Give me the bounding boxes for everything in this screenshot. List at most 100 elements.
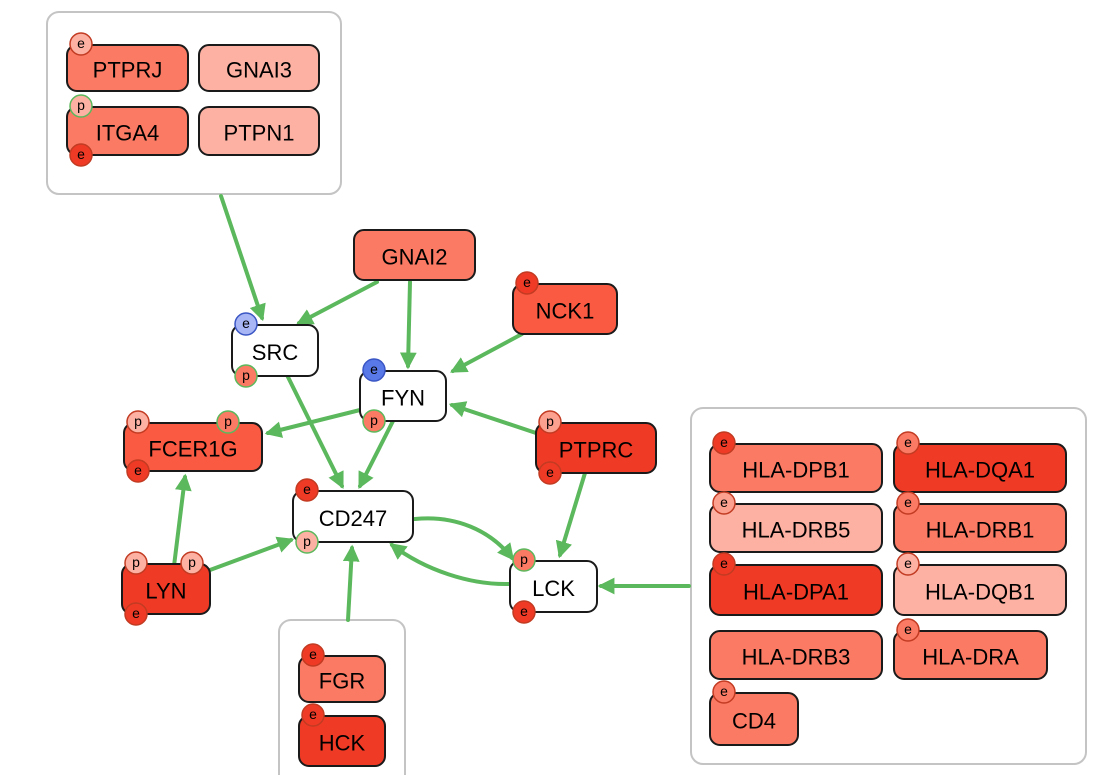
edge-fyn-to-cd247[interactable] <box>358 419 395 489</box>
badge-circle <box>712 680 736 704</box>
node-box[interactable] <box>359 370 447 422</box>
node-box[interactable] <box>893 564 1067 616</box>
node-box[interactable] <box>893 630 1048 680</box>
node-box[interactable] <box>709 564 883 616</box>
badge-hla-dqb1-e: e <box>896 552 920 576</box>
node-label: FGR <box>319 669 365 694</box>
badge-circle <box>512 600 536 624</box>
node-hla-dra[interactable]: HLA-DRA <box>893 630 1048 680</box>
node-box[interactable] <box>709 503 883 553</box>
node-itga4[interactable]: ITGA4 <box>66 106 189 156</box>
node-gnai2[interactable]: GNAI2 <box>353 229 476 281</box>
node-ptprc[interactable]: PTPRC <box>535 422 657 474</box>
node-hck[interactable]: HCK <box>298 715 386 767</box>
node-fgr[interactable]: FGR <box>298 655 386 703</box>
node-label: CD4 <box>732 709 776 734</box>
node-lck[interactable]: LCK <box>509 560 598 613</box>
node-box[interactable] <box>298 655 386 703</box>
node-box[interactable] <box>198 106 320 156</box>
badge-circle <box>538 461 562 485</box>
edge-src-to-cd247[interactable] <box>285 373 344 490</box>
node-label: PTPRJ <box>93 58 163 83</box>
node-label: LCK <box>532 576 575 601</box>
badge-ptprc-e: e <box>538 461 562 485</box>
node-label: NCK1 <box>536 299 595 324</box>
node-hla-dpb1[interactable]: HLA-DPB1 <box>709 443 883 493</box>
badge-label: e <box>523 274 531 290</box>
node-hla-drb3[interactable]: HLA-DRB3 <box>709 630 883 680</box>
node-cd247[interactable]: CD247 <box>292 490 414 543</box>
edge-gnai2-to-fyn[interactable] <box>399 280 417 370</box>
edge-ptprc-to-lck[interactable] <box>555 471 587 559</box>
node-box[interactable] <box>231 324 319 377</box>
badge-circle <box>234 364 258 388</box>
node-box[interactable] <box>292 490 414 543</box>
node-cd4[interactable]: CD4 <box>709 692 799 746</box>
badge-label: e <box>904 555 912 571</box>
badge-label: e <box>546 464 554 480</box>
edge-group-top-left-to-src[interactable] <box>219 194 266 322</box>
node-box[interactable] <box>298 715 386 767</box>
edge-lyn-to-fcer1g[interactable] <box>172 473 192 568</box>
node-hla-drb1[interactable]: HLA-DRB1 <box>893 503 1067 553</box>
node-box[interactable] <box>512 283 618 335</box>
node-box[interactable] <box>709 630 883 680</box>
node-hla-dpa1[interactable]: HLA-DPA1 <box>709 564 883 616</box>
node-lyn[interactable]: LYN <box>121 563 211 615</box>
badge-src-e: e <box>234 312 258 336</box>
node-box[interactable] <box>66 44 189 92</box>
node-label: LYN <box>145 579 186 604</box>
badge-label: e <box>134 462 142 478</box>
node-box[interactable] <box>198 44 320 92</box>
badge-circle <box>126 410 150 434</box>
edge-nck1-to-fyn[interactable] <box>450 332 524 373</box>
node-hla-dqb1[interactable]: HLA-DQB1 <box>893 564 1067 616</box>
badge-hla-dqa1-e: e <box>896 431 920 455</box>
node-label: HLA-DPA1 <box>743 580 849 605</box>
node-box[interactable] <box>121 563 211 615</box>
badge-label: p <box>370 412 378 428</box>
badge-label: e <box>904 494 912 510</box>
edge-fyn-to-fcer1g[interactable] <box>264 407 366 438</box>
badge-fcer1g-p: p <box>126 410 150 434</box>
node-hla-dqa1[interactable]: HLA-DQA1 <box>893 443 1067 493</box>
node-box[interactable] <box>709 443 883 493</box>
badge-label: e <box>77 146 85 162</box>
node-fyn[interactable]: FYN <box>359 370 447 422</box>
node-label: HLA-DRA <box>922 645 1019 670</box>
badge-fgr-e: e <box>301 643 325 667</box>
badge-circle <box>712 552 736 576</box>
node-ptprj[interactable]: PTPRJ <box>66 44 189 92</box>
node-box[interactable] <box>709 692 799 746</box>
badge-hla-drb5-e: e <box>712 491 736 515</box>
edge-group-fgr-to-cd247[interactable] <box>342 544 360 622</box>
node-box[interactable] <box>893 443 1067 493</box>
badge-label: e <box>720 555 728 571</box>
edge-cd247-to-lck[interactable] <box>413 516 515 561</box>
edge-gnai2-to-src[interactable] <box>296 280 379 325</box>
badge-label: p <box>77 97 85 113</box>
node-box[interactable] <box>66 106 189 156</box>
badge-label: p <box>132 554 140 570</box>
node-gnai3[interactable]: GNAI3 <box>198 44 320 92</box>
node-box[interactable] <box>123 422 263 472</box>
node-src[interactable]: SRC <box>231 324 319 377</box>
badge-label: p <box>520 551 528 567</box>
node-nck1[interactable]: NCK1 <box>512 283 618 335</box>
node-label: HCK <box>319 731 366 756</box>
node-box[interactable] <box>509 560 598 613</box>
node-ptpn1[interactable]: PTPN1 <box>198 106 320 156</box>
badge-circle <box>712 491 736 515</box>
badge-hla-drb1-e: e <box>896 491 920 515</box>
badge-lyn-p: p <box>124 551 148 575</box>
node-box[interactable] <box>353 229 476 281</box>
node-fcer1g[interactable]: FCER1G <box>123 422 263 472</box>
edge-lck-to-cd247[interactable] <box>389 542 511 587</box>
node-hla-drb5[interactable]: HLA-DRB5 <box>709 503 883 553</box>
edge-lyn-to-cd247[interactable] <box>208 536 295 572</box>
edge-ptprc-to-fyn[interactable] <box>448 401 538 435</box>
node-box[interactable] <box>893 503 1067 553</box>
badge-label: e <box>904 434 912 450</box>
node-box[interactable] <box>535 422 657 474</box>
